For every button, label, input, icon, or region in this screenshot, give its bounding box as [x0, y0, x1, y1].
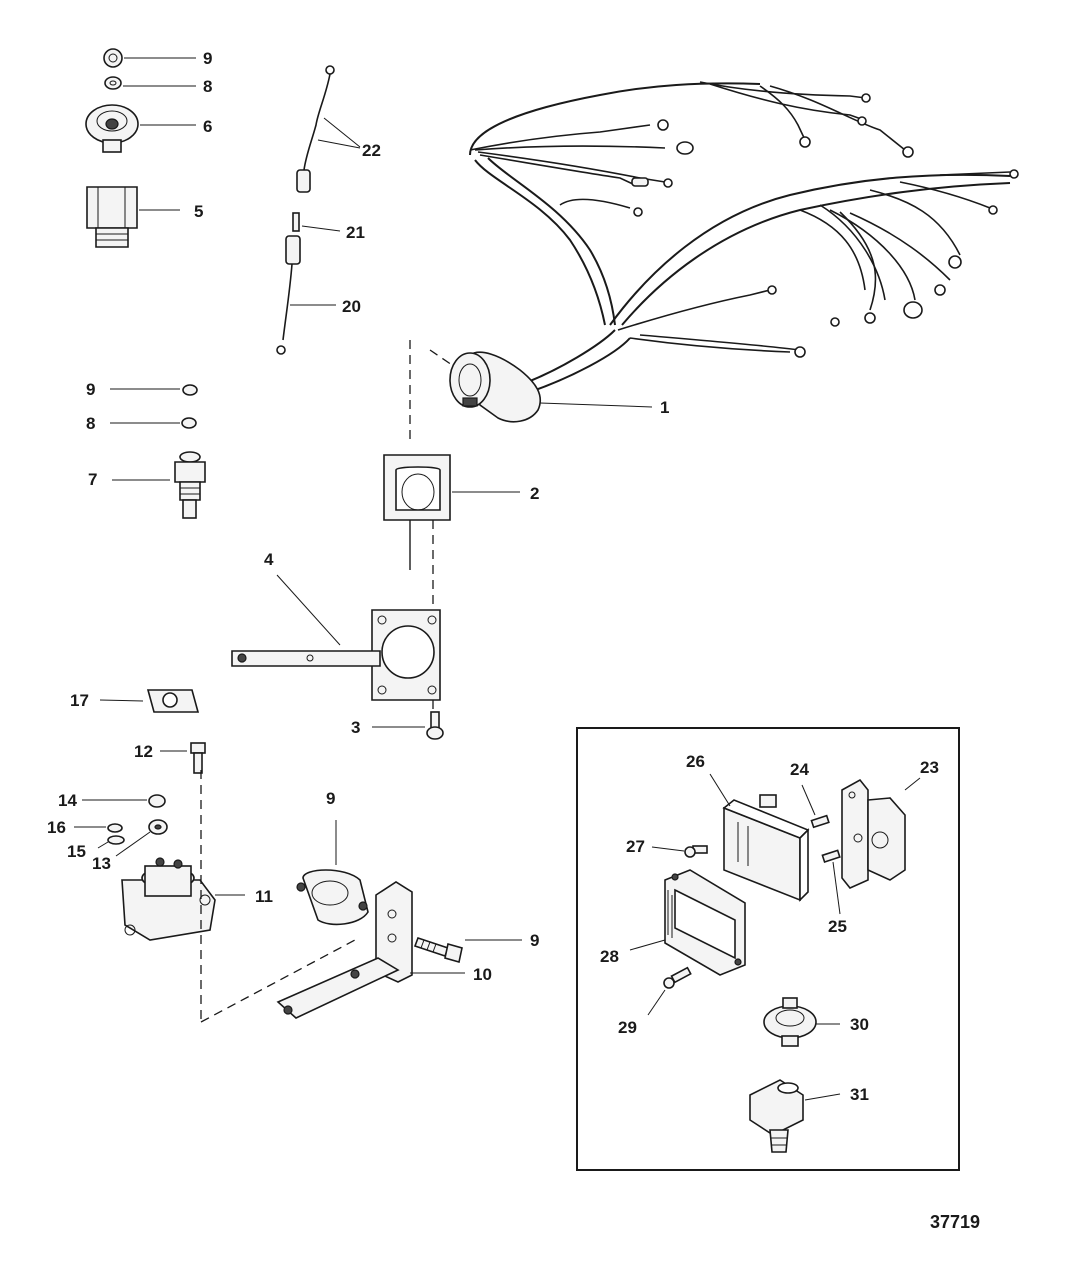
leader-29: [647, 989, 666, 1016]
leader-26: [709, 773, 731, 807]
leader-19: [99, 699, 144, 702]
callout-11: 9: [326, 789, 335, 808]
inset-detail-box: [576, 727, 960, 1171]
nut-part-9-top: [103, 48, 123, 68]
screw-part-25: [821, 849, 841, 863]
callout-27: 27: [626, 837, 645, 856]
callout-16: 14: [58, 791, 77, 810]
leader-28: [629, 939, 666, 951]
callout-30: 30: [850, 1015, 869, 1034]
bracket-part-23: [841, 778, 906, 889]
callout-31: 31: [850, 1085, 869, 1104]
callout-10: 10: [473, 965, 492, 984]
leader-24: [801, 784, 816, 816]
temperature-sender-part-7: [174, 451, 206, 519]
wiring-harness-part-1: [449, 81, 1019, 423]
washer-part-8-mid: [181, 417, 197, 429]
bracket-part-4: [231, 609, 441, 701]
leader-27: [651, 846, 685, 852]
mounting-bracket-part-10: [276, 881, 413, 1019]
callout-15: 13: [92, 854, 111, 873]
screw-part-3: [426, 711, 444, 740]
alignment-line-plug: [429, 349, 453, 366]
callout-14: 12: [134, 742, 153, 761]
callout-28: 28: [600, 947, 619, 966]
pressure-sender-part-6: [85, 104, 139, 153]
lockwasher-part-17: [107, 835, 125, 845]
leader-23: [904, 777, 921, 791]
callout-6: 6: [203, 117, 212, 136]
callout-8-top: 8: [203, 77, 212, 96]
adapter-fitting-part-5: [86, 186, 138, 248]
grommet-part-2: [383, 454, 451, 521]
leader-31: [804, 1093, 841, 1101]
leader-1: [539, 402, 653, 408]
leader-25: [832, 861, 841, 915]
sensor-adapter-part-31: [749, 1079, 804, 1153]
nut-part-9-mid: [182, 384, 198, 396]
callout-8-mid: 8: [86, 414, 95, 433]
leader-17: [97, 841, 109, 849]
sensor-lead-part-22: [296, 65, 335, 193]
screw-part-29: [663, 966, 692, 989]
callout-17: 15: [67, 842, 86, 861]
sensor-lead-part-20: [276, 235, 301, 355]
ignition-module-part-28: [664, 869, 746, 976]
terminal-part-18: [107, 823, 123, 833]
clip-part-19: [146, 689, 200, 713]
callout-22: 22: [362, 141, 381, 160]
bolt-part-14: [190, 742, 206, 774]
knock-sensor-part-30: [763, 997, 817, 1047]
callout-9-mid: 9: [86, 380, 95, 399]
callout-18: 16: [47, 818, 66, 837]
callout-13: 11: [255, 887, 273, 906]
callout-21: 21: [346, 223, 365, 242]
callout-9-top: 9: [203, 49, 212, 68]
module-part-26: [722, 794, 810, 902]
leader-22: [317, 117, 361, 149]
pin-part-21: [292, 212, 300, 232]
screw-part-24: [810, 814, 830, 829]
callout-20: 20: [342, 297, 361, 316]
leader-4: [276, 574, 341, 646]
nut-part-16: [148, 794, 166, 808]
callout-1: 1: [660, 398, 669, 417]
bolt-part-12: [413, 936, 463, 964]
callout-23: 23: [920, 758, 939, 777]
solenoid-part-13: [121, 857, 216, 941]
screw-part-27: [684, 845, 708, 858]
callout-7: 7: [88, 470, 97, 489]
callout-26: 26: [686, 752, 705, 771]
callout-12: 9: [530, 931, 539, 950]
solenoid-part-11: [296, 869, 369, 926]
callout-5: 5: [194, 202, 203, 221]
callout-2: 2: [530, 484, 539, 503]
callout-25: 25: [828, 917, 847, 936]
callout-3: 3: [351, 718, 360, 737]
callout-24: 24: [790, 760, 809, 779]
figure-number: 37719: [930, 1212, 980, 1232]
callout-29: 29: [618, 1018, 637, 1037]
leader-21: [301, 225, 341, 232]
callout-19: 17: [70, 691, 89, 710]
washer-part-15: [148, 819, 168, 835]
callout-4: 4: [264, 550, 274, 569]
washer-part-8-top: [104, 76, 122, 90]
leader-15: [115, 831, 151, 857]
